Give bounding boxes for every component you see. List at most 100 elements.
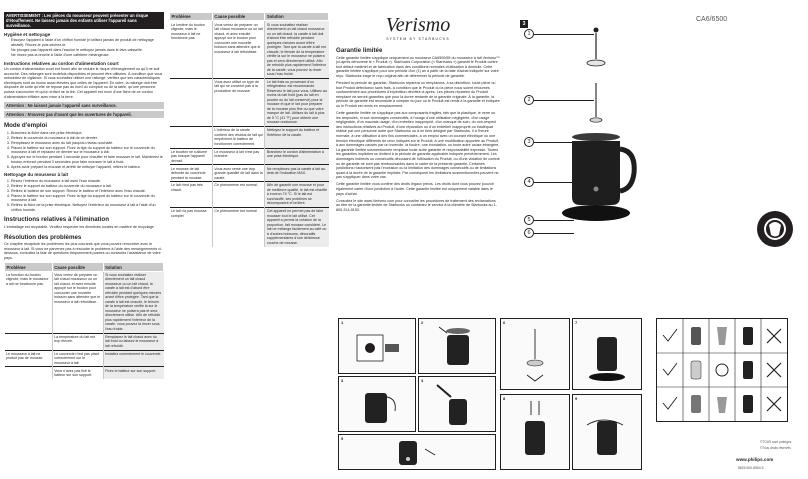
model-number: CA6/6500 bbox=[696, 16, 728, 23]
warranty-paragraph: Cette garantie limitée s'applique unique… bbox=[336, 55, 500, 78]
frother-icon bbox=[743, 361, 753, 379]
page-1-column: AVERTISSEMENT : Les pièces du mousseur p… bbox=[4, 12, 164, 476]
table-cell: Nettoyez le support du batteur et l'inté… bbox=[264, 126, 329, 148]
jug-lid-icon bbox=[438, 326, 470, 365]
table-header: Solution bbox=[102, 262, 164, 272]
figure-step-7: 7 bbox=[572, 318, 642, 390]
philips-url: www.philips.com bbox=[736, 457, 774, 462]
table-cell: Le mousseur à lait ne produit pas de mou… bbox=[4, 349, 53, 367]
table-row: Vous avez utilisé un type de lait qui ne… bbox=[169, 77, 329, 127]
troubleshoot-title: Résolution des problèmes bbox=[4, 233, 82, 241]
warranty-paragraph: Consultez le site www.Verismo.com pour c… bbox=[336, 198, 497, 212]
figure-number: 9 bbox=[575, 396, 578, 401]
figure-step-9: 9 bbox=[572, 394, 642, 470]
list-item: Appuyez sur le bouton pendant 1 seconde … bbox=[11, 155, 164, 164]
table-cell: La fonction du bouton clignote, mais le … bbox=[4, 270, 53, 334]
list-item: Ne plongez pas l'appareil dans l'eau/ne … bbox=[11, 48, 164, 53]
callout-leader bbox=[534, 100, 594, 101]
check-icon bbox=[662, 362, 678, 376]
usage-title: Mode d'emploi bbox=[4, 122, 48, 130]
usage-list: Branchez la fiche dans une prise électri… bbox=[4, 131, 164, 170]
caution-bar-2: Attention : N'ouvrez pas d'avant que les… bbox=[4, 111, 164, 119]
list-item: Placez le batteur sur son support. Fixez… bbox=[11, 146, 164, 155]
hand-hold-icon bbox=[365, 393, 396, 423]
lid-icon bbox=[572, 133, 620, 141]
table-cell: Ce phénomène est normal bbox=[211, 207, 265, 247]
table-header: Cause possible bbox=[51, 262, 104, 272]
cross-icon bbox=[766, 328, 782, 344]
table-cell: Vous avez versé une trop grande quantité… bbox=[211, 164, 265, 182]
warranty-paragraph: Cette garantie limitée ne s'applique pas… bbox=[336, 111, 500, 180]
whisk-support-icon bbox=[586, 27, 606, 67]
dry-cloth-icon bbox=[586, 419, 624, 455]
callout-6: 6 bbox=[524, 228, 534, 238]
table-cell: Le lait n'a pas mousse complet bbox=[169, 207, 213, 247]
table-cell: Vous venez de préparer un lait chaud mou… bbox=[51, 270, 104, 334]
table-cell: Installez correctement le couvercle. bbox=[102, 349, 164, 367]
table-cell: Le boutton ne s'allume pas lorsque l'app… bbox=[169, 147, 213, 165]
table-cell: Vous venez de préparer un lait chaud mou… bbox=[211, 20, 265, 79]
list-item: Retirez le couvercle du mousseur à lait … bbox=[11, 136, 164, 141]
table-cell: La température du lait est trop élevée. bbox=[51, 332, 104, 351]
jug-handle-icon bbox=[619, 146, 637, 194]
table-cell: Le mousse de lait déborde du couvercle p… bbox=[169, 164, 213, 182]
cross-icon bbox=[766, 362, 782, 378]
list-item: Retirez le support du batteur du couverc… bbox=[11, 184, 164, 189]
press-button-icon bbox=[399, 441, 436, 465]
page-2-column: Problème Cause possible Solution La lumi… bbox=[169, 12, 329, 422]
table-cell bbox=[4, 366, 53, 379]
list-item: Retirez le batteur de son support. Rince… bbox=[11, 189, 164, 194]
figure-number: 4 bbox=[421, 378, 424, 383]
table-row: L'intérieur de la carafe contient des ré… bbox=[169, 126, 329, 148]
table-cell bbox=[169, 126, 213, 148]
table-cell: Fixez le batteur sur son support. bbox=[102, 366, 164, 379]
whisk-icon bbox=[589, 83, 603, 123]
troubleshoot-table-2: Problème Cause possible Solution La lumi… bbox=[169, 12, 329, 247]
list-item: Après avoir préparé la mousse et arrêté … bbox=[11, 165, 164, 170]
frother-diagram bbox=[562, 27, 637, 221]
table-row: Le boutton ne s'allume pas lorsque l'app… bbox=[169, 147, 329, 165]
table-row: Le mousseur à lait ne produit pas de mou… bbox=[4, 349, 164, 367]
table-cell: Remplacez le lait chaud avec du lait fro… bbox=[102, 332, 164, 351]
figure-step-2: 2 bbox=[418, 318, 496, 374]
verismo-logo-subtitle: SYSTEM BY STARBUCKS bbox=[386, 37, 450, 41]
figure-number: 7 bbox=[575, 320, 578, 325]
callout-leader bbox=[534, 182, 574, 183]
callout-leader bbox=[534, 233, 574, 234]
cross-icon bbox=[766, 396, 782, 412]
table-cell: Branchez le cordon d'alimentation à une … bbox=[264, 147, 329, 165]
cleaning-list: Rincez l'intérieur du mousseur à lait av… bbox=[4, 179, 164, 213]
starbucks-logo-icon bbox=[757, 211, 793, 247]
warranty-paragraph: Pendant la période de garantie, Starbuck… bbox=[336, 80, 500, 108]
doc-code: 8825.500.8554.5 bbox=[738, 466, 764, 470]
base-icon bbox=[562, 205, 630, 221]
table-row: Le mousse de lait déborde du couvercle p… bbox=[169, 164, 329, 182]
list-item: Branchez la fiche dans une prise électri… bbox=[11, 131, 164, 136]
table-cell: Le lait n'est pas très chaud. bbox=[169, 181, 213, 208]
figure-number: 3 bbox=[341, 378, 344, 383]
table-row: La température du lait est trop élevée. … bbox=[4, 332, 164, 351]
table-row: Le lait n'a pas mousse complet Ce phénom… bbox=[169, 207, 329, 247]
table-cell: La lumière du bouton clignote, mais le m… bbox=[169, 20, 213, 79]
table-cell: Vous n'avez pas fixé le batteur sur son … bbox=[51, 366, 104, 379]
check-icon bbox=[662, 396, 678, 410]
figure-step-4: 4 bbox=[418, 376, 496, 432]
table-cell: Vous avez utilisé un type de lait qui ne… bbox=[211, 77, 265, 127]
table-header: Problème bbox=[4, 262, 53, 272]
warranty-title: Garantie limitée bbox=[336, 47, 383, 54]
list-item: Rincez l'intérieur du mousseur à lait av… bbox=[11, 179, 164, 184]
table-cell: Le mousseur à lait n'est pas branché. bbox=[211, 147, 265, 165]
whisk-insert-icon bbox=[526, 329, 544, 382]
figure-step-5: 5 bbox=[338, 434, 496, 470]
socket-plug-icon bbox=[356, 334, 399, 362]
milk-carton-icon bbox=[690, 360, 702, 380]
footer-note: ©Tous droits réservés bbox=[760, 446, 791, 450]
page-number-badge: 3 bbox=[520, 20, 528, 28]
figure-step-8: 8 bbox=[500, 394, 570, 470]
figure-number: 1 bbox=[341, 320, 344, 325]
frother-icon bbox=[743, 395, 753, 413]
figure-number: 2 bbox=[421, 320, 424, 325]
hygiene-list: Essuyez l'appareil à l'aide d'un chiffon… bbox=[4, 38, 164, 57]
callout-1: 1 bbox=[524, 29, 534, 39]
figure-step-3: 3 bbox=[338, 376, 416, 432]
